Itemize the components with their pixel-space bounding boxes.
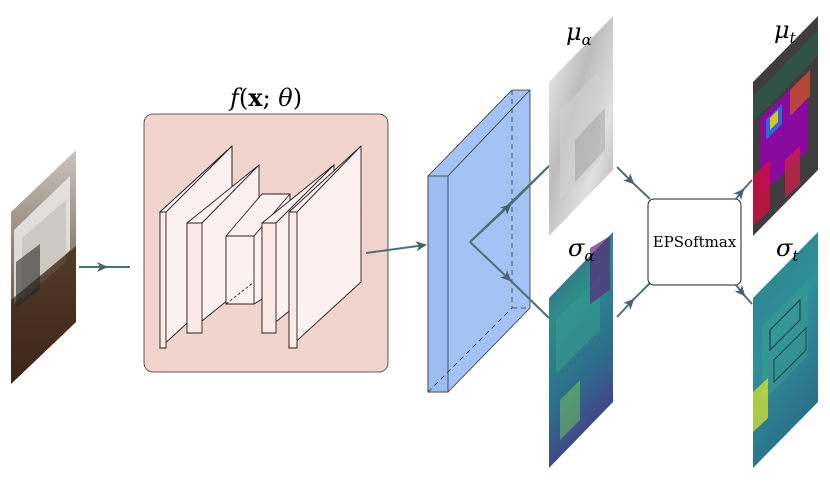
network-to-feature-arrow [365, 241, 427, 254]
mu-alpha-label: μα [566, 18, 592, 49]
epsoftmax-box: EPSoftmax [647, 198, 742, 286]
mu-t-map [753, 16, 818, 236]
softmax-input-arrows [616, 166, 651, 318]
softmax-output-arrows [733, 179, 753, 305]
mu-alpha-map [549, 16, 613, 236]
epsoftmax-label: EPSoftmax [653, 233, 737, 251]
sigma-t-label: σt [776, 234, 799, 265]
network-label: f(x; θ) [228, 83, 302, 112]
network-box [143, 113, 389, 373]
branch-arrows [469, 165, 550, 319]
sigma-alpha-map [549, 232, 613, 468]
input-image [11, 150, 76, 384]
sigma-t-map [753, 232, 818, 468]
mu-t-label: μt [774, 16, 797, 47]
feature-map [427, 89, 531, 393]
sigma-alpha-label: σα [568, 234, 595, 265]
